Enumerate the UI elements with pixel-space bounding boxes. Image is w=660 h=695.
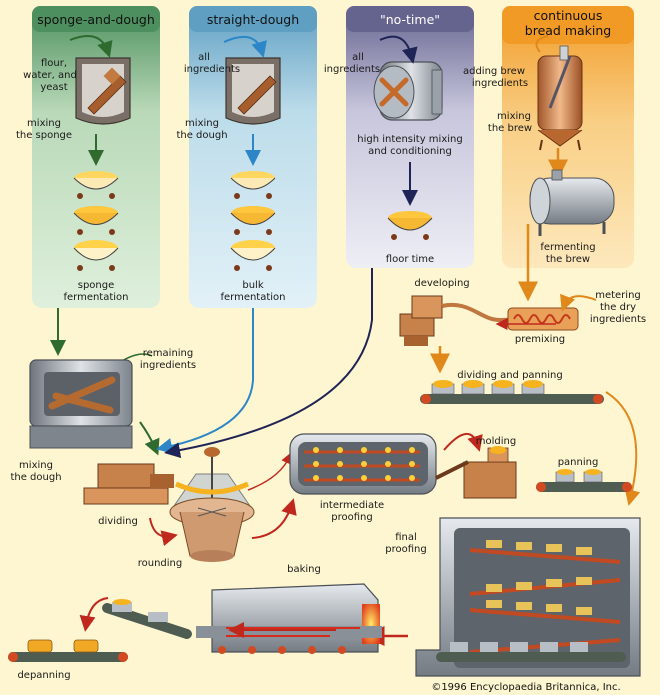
label-water: water, and xyxy=(23,70,77,81)
high-intensity-mixer-icon xyxy=(373,61,443,121)
label-high-intensity-2: and conditioning xyxy=(368,146,452,157)
label-premixing: premixing xyxy=(515,334,565,345)
fermenting-tank-icon xyxy=(529,169,615,236)
label-sponge-fermentation-2: fermentation xyxy=(63,292,128,303)
label-rounding: rounding xyxy=(138,558,183,569)
label-depanning: depanning xyxy=(17,670,70,681)
label-metering-2: the dry xyxy=(600,302,636,313)
dividing-panning-conveyor-icon xyxy=(420,380,604,404)
label-remaining-2: ingredients xyxy=(140,360,196,371)
divider-machine-icon xyxy=(83,463,174,505)
premixer-icon xyxy=(507,307,579,331)
label-fermenting-brew-1: fermenting xyxy=(540,242,595,253)
developer-machine-icon xyxy=(399,295,573,346)
header-no-time: "no-time" xyxy=(380,12,440,27)
label-metering-1: metering xyxy=(595,290,641,301)
label-panning: panning xyxy=(558,457,599,468)
label-intermediate-1: intermediate xyxy=(320,500,384,511)
label-all-2: all xyxy=(352,52,364,63)
label-remaining-1: remaining xyxy=(143,348,194,359)
sponge-mixer-icon xyxy=(75,57,131,125)
label-mixing-dough-d: the dough xyxy=(10,472,61,483)
rounder-icon xyxy=(169,447,255,562)
label-sponge-fermentation-1: sponge xyxy=(78,280,115,291)
label-bulk-fermentation-2: fermentation xyxy=(220,292,285,303)
label-mixing-sponge-1: mixing xyxy=(27,118,61,129)
label-baking: baking xyxy=(287,564,321,575)
oven-icon xyxy=(196,583,382,654)
label-floor-time: floor time xyxy=(386,254,434,265)
label-bulk-fermentation-1: bulk xyxy=(242,280,263,291)
final-proofer-icon xyxy=(415,517,641,677)
copyright-text: ©1996 Encyclopaedia Britannica, Inc. xyxy=(431,682,620,693)
label-mixing-brew-2: the brew xyxy=(488,123,532,134)
sponge-bowl-2-icon xyxy=(73,206,119,235)
label-adding-brew-2: ingredients xyxy=(472,78,528,89)
label-fermenting-brew-2: the brew xyxy=(546,254,590,265)
label-flour: flour, xyxy=(41,58,67,69)
molder-icon xyxy=(435,446,517,499)
brew-tank-icon xyxy=(537,45,583,151)
label-molding: molding xyxy=(476,436,516,447)
label-adding-brew-1: adding brew xyxy=(463,66,525,77)
label-ingredients-2: ingredients xyxy=(324,64,380,75)
label-metering-3: ingredients xyxy=(590,314,646,325)
straight-bowl-3-icon xyxy=(230,240,276,271)
label-ingredients-1: ingredients xyxy=(184,64,240,75)
dough-mixer-icon xyxy=(29,359,133,449)
depanning-conveyor-icon xyxy=(8,599,192,662)
intermediate-proofer-icon xyxy=(289,433,437,495)
label-high-intensity-1: high intensity mixing xyxy=(357,134,462,145)
label-dividing: dividing xyxy=(98,516,138,527)
sponge-bowl-3-icon xyxy=(73,240,119,271)
header-sponge-and-dough: sponge-and-dough xyxy=(37,12,155,27)
label-dividing-panning: dividing and panning xyxy=(457,370,562,381)
straight-mixer-icon xyxy=(225,57,281,125)
label-mixing-sponge-2: the sponge xyxy=(16,130,72,141)
straight-bowl-2-icon xyxy=(230,206,276,235)
header-continuous-line2: bread making xyxy=(525,23,611,38)
panning-conveyor-icon xyxy=(536,469,632,492)
label-mixing-dough-b: the dough xyxy=(176,130,227,141)
straight-bowl-1-icon xyxy=(230,171,276,199)
label-intermediate-2: proofing xyxy=(331,512,372,523)
label-yeast: yeast xyxy=(40,82,67,93)
sponge-bowl-1-icon xyxy=(73,171,119,199)
header-continuous-line1: continuous xyxy=(534,8,603,23)
label-mixing-dough-a: mixing xyxy=(185,118,219,129)
label-final-1: final xyxy=(395,532,417,543)
label-mixing-brew-1: mixing xyxy=(497,111,531,122)
label-mixing-dough-c: mixing xyxy=(19,460,53,471)
label-all-1: all xyxy=(198,52,210,63)
label-final-2: proofing xyxy=(385,544,426,555)
header-straight-dough: straight-dough xyxy=(207,12,299,27)
label-developing: developing xyxy=(414,278,469,289)
floor-time-bowl-icon xyxy=(387,211,433,240)
